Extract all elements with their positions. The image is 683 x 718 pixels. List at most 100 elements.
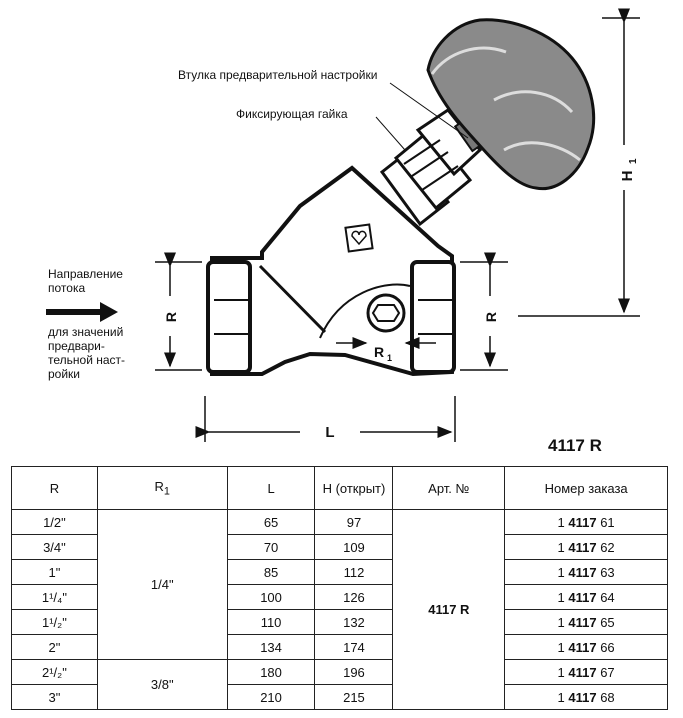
order-prefix: 1 [557, 539, 569, 555]
valve-bonnet [379, 107, 491, 227]
table-row: 1" 85 112 1 4117 63 [11, 559, 668, 585]
order-suffix: 67 [596, 664, 615, 680]
header-art: Арт. № [392, 466, 506, 510]
h1-dimension [518, 8, 640, 317]
cell-order: 1 4117 64 [504, 584, 668, 610]
l-dimension [195, 396, 456, 442]
order-prefix: 1 [557, 614, 569, 630]
preset-values-line3: тельной наст- [48, 353, 125, 367]
header-r1-text: R [154, 478, 164, 494]
cell-l: 100 [226, 584, 316, 610]
order-number: 4117 [568, 589, 597, 605]
preset-values-text: для значений предвари- тельной наст- рой… [48, 325, 125, 381]
cell-r: 3/4" [11, 534, 98, 560]
cell-order: 1 4117 68 [504, 684, 668, 710]
order-number: 4117 [568, 639, 597, 655]
cell-h: 215 [314, 684, 394, 710]
order-prefix: 1 [557, 639, 569, 655]
handwheel [426, 18, 596, 191]
r1-subscript: 1 [387, 353, 392, 363]
flow-direction-text: Направление потока [48, 267, 123, 295]
cell-l: 180 [226, 659, 316, 685]
cell-h: 126 [314, 584, 394, 610]
r-right-dimension [460, 252, 508, 371]
table-row: 1¹/₂" 110 132 1 4117 65 [11, 609, 668, 635]
valve-drawing: Втулка предварительной настройки Фиксиру… [46, 8, 640, 442]
cell-l: 65 [226, 509, 316, 535]
order-suffix: 62 [596, 539, 615, 555]
cell-order: 1 4117 62 [504, 534, 668, 560]
h1-label: H [619, 171, 636, 182]
preset-values-line1: для значений [48, 325, 123, 339]
preset-sleeve-label: Втулка предварительной настройки [178, 68, 377, 82]
cell-l: 110 [226, 609, 316, 635]
preset-values-line4: ройки [48, 367, 80, 381]
cell-r: 1" [11, 559, 98, 585]
lock-nut-label: Фиксирующая гайка [236, 107, 348, 121]
order-number: 4117 [568, 689, 597, 705]
cell-h: 174 [314, 634, 394, 660]
cell-h: 109 [314, 534, 394, 560]
r1-label: R [374, 344, 384, 360]
cell-r: 1/2" [11, 509, 98, 535]
order-suffix: 66 [596, 639, 615, 655]
cell-r: 1¹/₂" [11, 609, 98, 635]
cell-l: 210 [226, 684, 316, 710]
table-header-row: R R1 L H (открыт) Арт. № Номер заказа [11, 466, 668, 510]
cell-h: 112 [314, 559, 394, 585]
table-row: 2¹/₂" 3/8" 180 196 1 4117 67 [11, 659, 668, 710]
cell-r: 3" [11, 684, 98, 710]
article-title: 4117 R [548, 436, 602, 455]
header-order: Номер заказа [504, 466, 668, 510]
preset-values-line2: предвари- [48, 339, 105, 353]
cell-l: 134 [226, 634, 316, 660]
cell-order: 1 4117 63 [504, 559, 668, 585]
order-number: 4117 [568, 664, 597, 680]
order-suffix: 68 [596, 689, 615, 705]
valve-body [206, 165, 456, 377]
lock-nut-leader [375, 116, 406, 151]
flow-arrow-icon [46, 302, 118, 322]
r-left-dimension [155, 252, 202, 371]
preset-sleeve-leader [389, 82, 469, 139]
order-prefix: 1 [557, 664, 569, 680]
order-number: 4117 [568, 614, 597, 630]
header-r1: R1 [96, 466, 228, 510]
header-h: H (открыт) [314, 466, 394, 510]
header-l: L [226, 466, 316, 510]
table-row: 1¹/₄" 100 126 1 4117 64 [11, 584, 668, 610]
cell-art: 4117 R [392, 509, 506, 710]
order-prefix: 1 [557, 689, 569, 705]
order-number: 4117 [568, 514, 597, 530]
cell-order: 1 4117 61 [504, 509, 668, 535]
order-suffix: 63 [596, 564, 615, 580]
header-r: R [11, 466, 98, 510]
cell-r: 2" [11, 634, 98, 660]
h1-subscript: 1 [628, 158, 639, 164]
cell-l: 85 [226, 559, 316, 585]
order-prefix: 1 [557, 514, 569, 530]
table-row: 3" 210 215 1 4117 68 [11, 684, 668, 710]
cell-order: 1 4117 65 [504, 609, 668, 635]
order-suffix: 65 [596, 614, 615, 630]
order-prefix: 1 [557, 589, 569, 605]
cell-r1-group-a: 1/4" [96, 509, 228, 660]
order-suffix: 64 [596, 589, 615, 605]
cell-order: 1 4117 67 [504, 659, 668, 685]
cell-r: 2¹/₂" [11, 659, 98, 685]
r-left-label: R [163, 312, 179, 322]
r-right-label: R [483, 312, 499, 322]
order-suffix: 61 [596, 514, 615, 530]
cell-r1-group-b: 3/8" [96, 659, 228, 710]
order-prefix: 1 [557, 564, 569, 580]
l-label: L [325, 424, 334, 441]
cell-h: 196 [314, 659, 394, 685]
header-r1-subscript: 1 [163, 485, 170, 498]
cell-l: 70 [226, 534, 316, 560]
cell-r: 1¹/₄" [11, 584, 98, 610]
specs-table: R R1 L H (открыт) Арт. № Номер заказа 1/… [11, 466, 668, 710]
order-number: 4117 [568, 539, 597, 555]
table-row: 1/2" 1/4" 65 97 4117 R 1 4117 61 [11, 509, 668, 710]
cell-h: 132 [314, 609, 394, 635]
flow-direction-line2: потока [48, 281, 85, 295]
